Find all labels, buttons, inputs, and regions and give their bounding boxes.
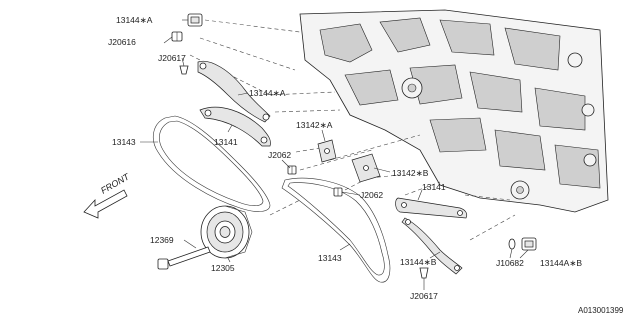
callout-labels: 13144∗A J20616 J20617 13144∗A 13143 1314…: [108, 15, 582, 301]
chain-guide-13142a: [317, 139, 337, 163]
callout-13144ab: 13144A∗B: [540, 258, 582, 268]
engine-block: [299, 9, 609, 213]
tensioner-13144ab: [521, 237, 537, 251]
callout-10682: J10682: [496, 258, 524, 268]
leader-lines: [140, 19, 529, 290]
callout-13143-left: 13143: [112, 137, 136, 147]
callout-13144a-mid: 13144∗A: [249, 88, 286, 98]
callout-13141-left: 13141: [214, 137, 238, 147]
callout-13142b: 13142∗B: [392, 168, 429, 178]
bolt-20616: [171, 31, 183, 42]
callout-13144a-top: 13144∗A: [116, 15, 153, 25]
tensioner-arm-13144b: [401, 217, 463, 275]
bolt-2062-b: [333, 187, 343, 197]
callout-13143-bottom: 13143: [318, 253, 342, 263]
callout-13141-right: 13141: [422, 182, 446, 192]
chain-guide-13141-right: [395, 197, 468, 219]
tensioner-arm-upper: [197, 60, 271, 123]
diagram-id: A013001399: [578, 306, 624, 315]
tensioner-13144a: [187, 13, 203, 27]
bolt-12369: [157, 246, 211, 270]
callout-20616: J20616: [108, 37, 136, 47]
timing-chain-left: [152, 115, 271, 212]
callout-13142a: 13142∗A: [296, 120, 333, 130]
chain-guide-13141-left: [199, 106, 271, 147]
chain-guide-13142b: [351, 153, 381, 183]
bolt-20617-bottom: [419, 267, 429, 279]
front-direction-arrow: FRONT: [83, 171, 132, 219]
callout-2062-a: J2062: [268, 150, 291, 160]
bolt-20617-top: [179, 65, 189, 75]
crank-sprocket-12305: [200, 205, 253, 259]
oring-10682: [508, 238, 516, 250]
callout-13144b: 13144∗B: [400, 257, 437, 267]
callout-12369: 12369: [150, 235, 174, 245]
callout-2062-b: J2062: [360, 190, 383, 200]
front-label: FRONT: [99, 171, 132, 196]
callout-20617-top: J20617: [158, 53, 186, 63]
callout-12305: 12305: [211, 263, 235, 273]
callout-20617-bottom: J20617: [410, 291, 438, 301]
